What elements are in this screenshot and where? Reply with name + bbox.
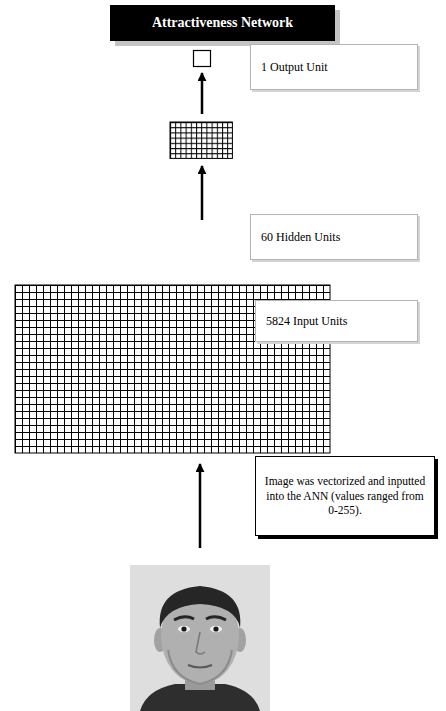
up-arrow (201, 166, 204, 220)
title-text: Attractiveness Network (152, 15, 293, 31)
output-unit (194, 51, 211, 67)
node-text: 5824 Input Units (266, 314, 347, 329)
node-text: 1 Output Unit (261, 60, 328, 75)
label-box: 5824 Input Units (255, 300, 418, 342)
label-box: 60 Hidden Units (250, 214, 418, 260)
label-box: 1 Output Unit (250, 44, 418, 90)
note-box: Image was vectorized and inputted into t… (255, 456, 435, 536)
up-arrow (201, 73, 204, 114)
node-text: Image was vectorized and inputted into t… (262, 474, 428, 517)
up-arrow (199, 464, 202, 548)
node-text: 60 Hidden Units (261, 230, 340, 245)
title-bar: Attractiveness Network (110, 5, 335, 41)
hidden-units-grid (170, 122, 232, 158)
face-photo (130, 565, 270, 711)
